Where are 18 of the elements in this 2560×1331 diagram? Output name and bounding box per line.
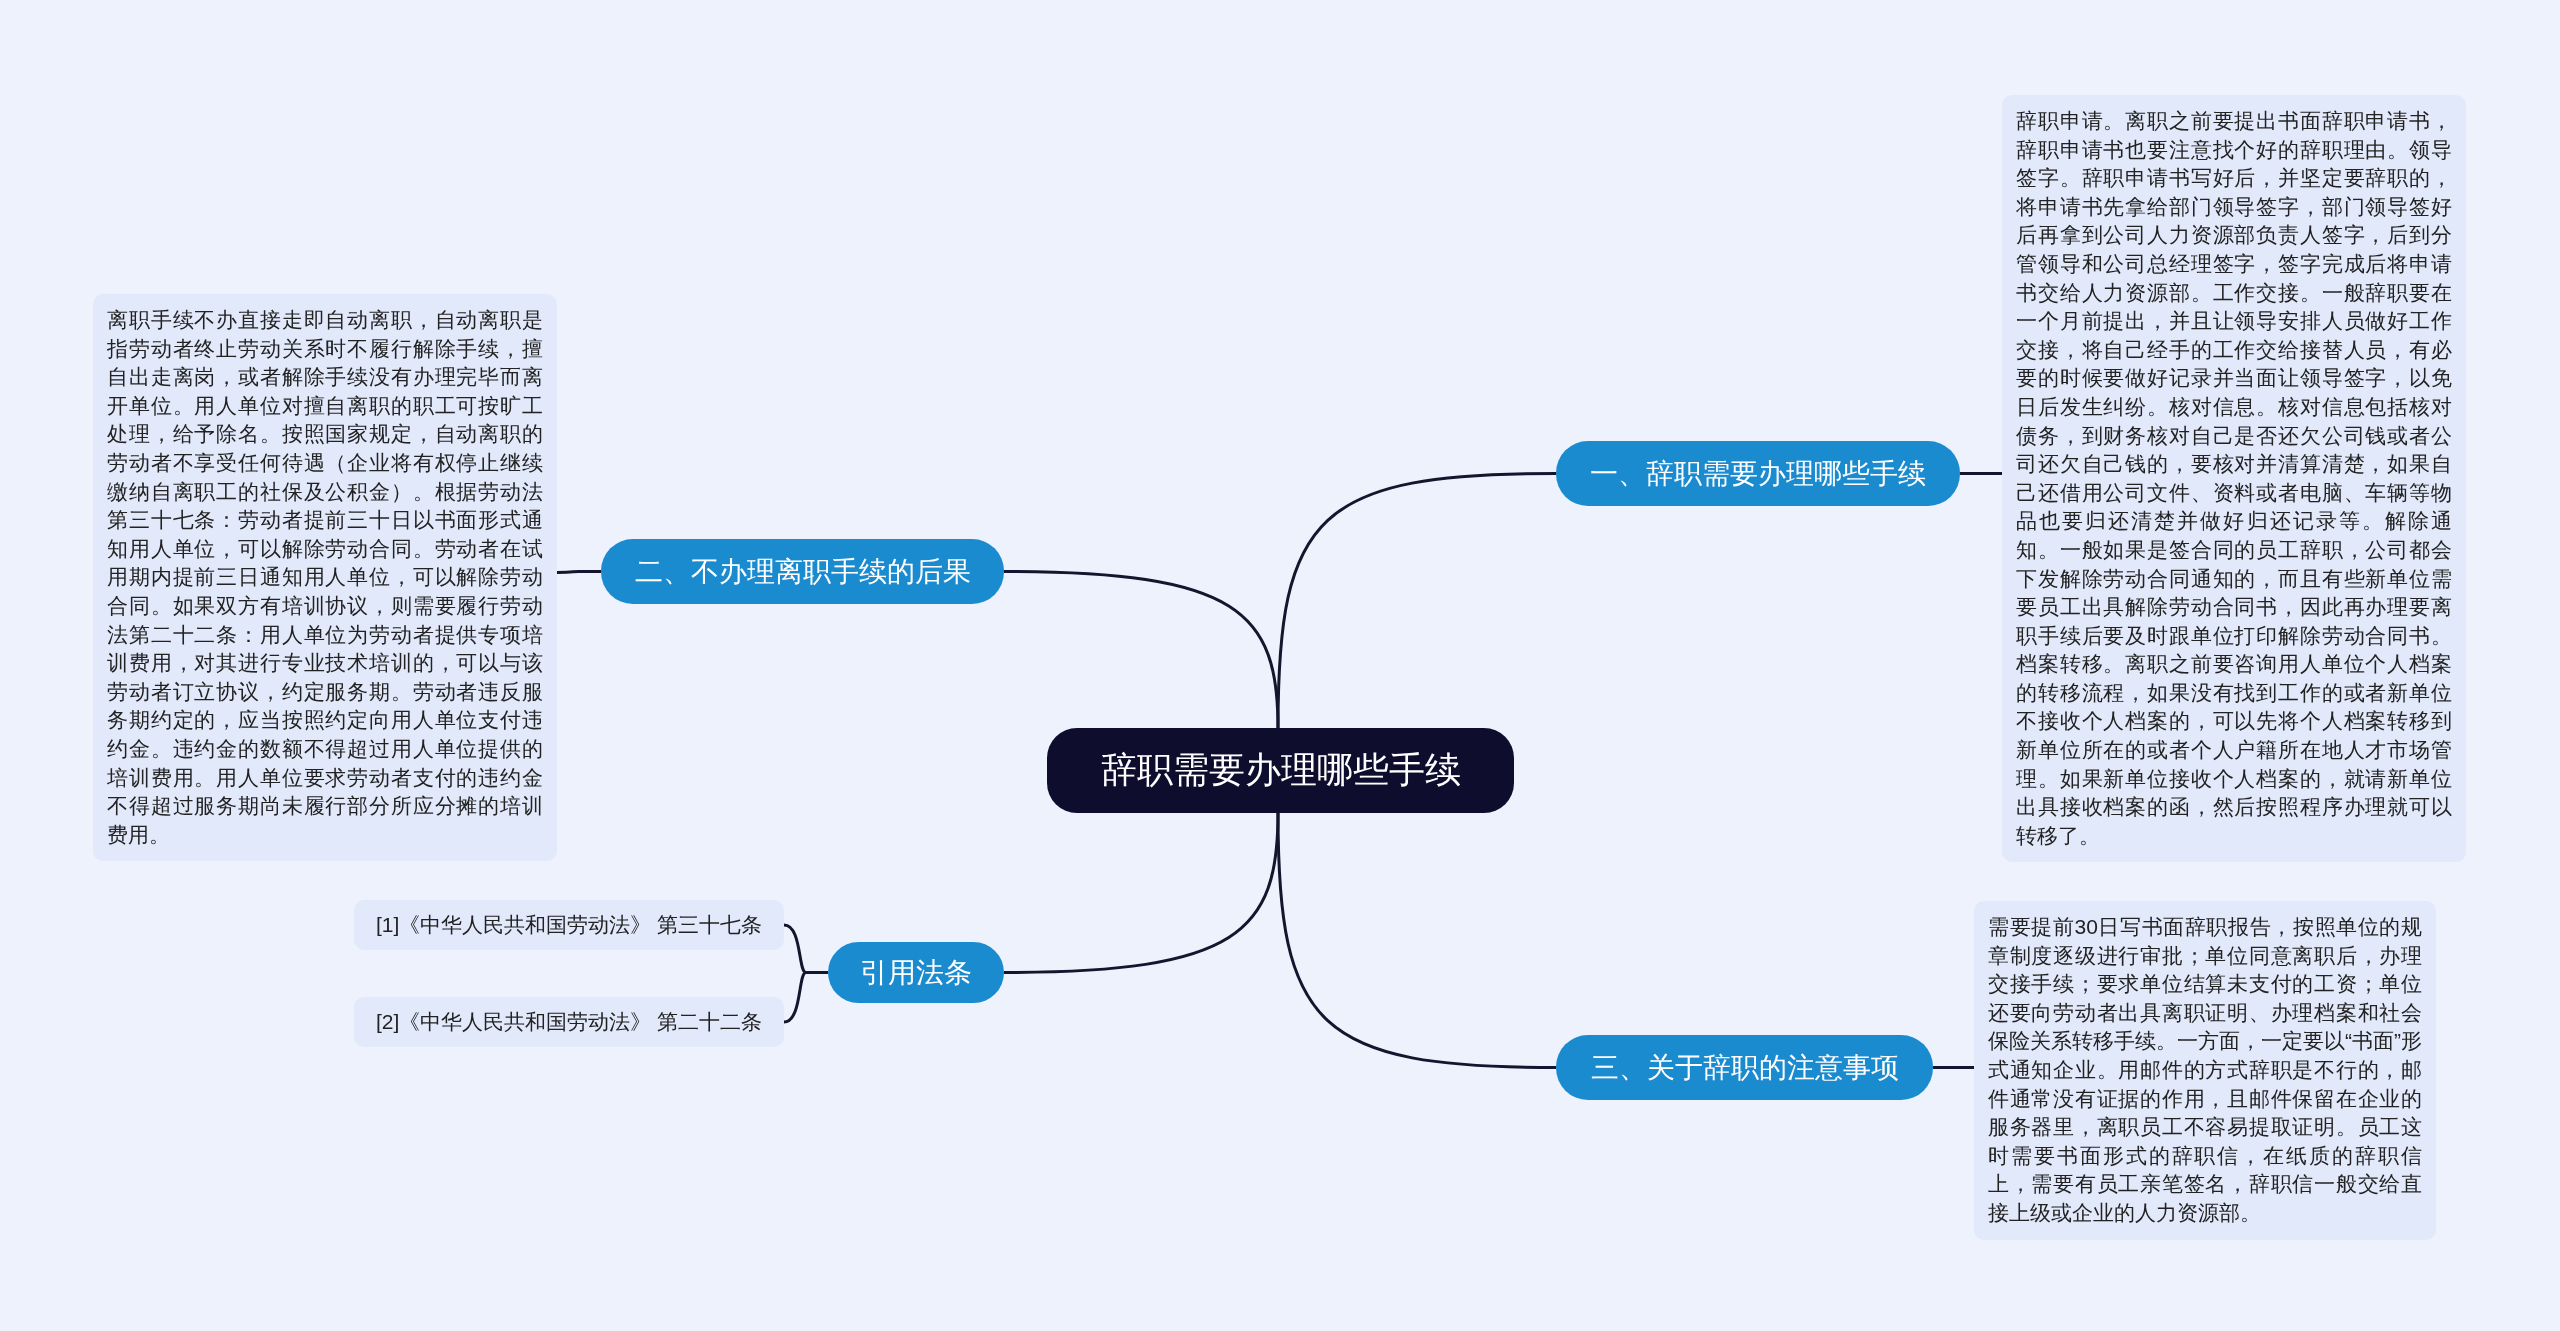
connector-line: [557, 570, 601, 574]
connector-line: [1960, 472, 2002, 475]
text-box: 需要提前30日写书面辞职报告，按照单位的规章制度逐级进行审批；单位同意离职后，办理交接手续；要求单位结算未支付的工资；单位还要向劳动者出具离职证明、办理档案和社会保险关系转移手续。一方面，一定要以“书面”形式通知企业。用邮件的方式辞职是不行的，邮件通常没有证据的作用，且邮件保留在企业的服务器里，离职员工不容易提取证明。员工这时需要书面形式的辞职信，在纸质的辞职信上，需要有员工亲笔签名，辞职信一般交给直接上级或企业的人力资源部。: [1974, 901, 2436, 1240]
connector-line: [1276, 812, 1557, 1069]
text-box: 离职手续不办直接走即自动离职，自动离职是指劳动者终止劳动关系时不履行解除手续，擅自出走离岗，或者解除手续没有办理完毕而离开单位。用人单位对擅自离职的职工可按旷工处理，给予除名。按照国家规定，自动离职的劳动者不享受任何待遇（企业将有权停止继续缴纳自离职工的社保及公积金）。根据劳动法第三十七条：劳动者提前三十日以书面形式通知用人单位，可以解除劳动合同。劳动者在试用期内提前三日通知用人单位，可以解除劳动合同。如果双方有培训协议，则需要履行劳动法第二十二条：用人单位为劳动者提供专项培训费用，对其进行专业技术培训的，可以与该劳动者订立协议，约定服务期。劳动者违反服务期约定的，应当按照约定向用人单位支付违约金。违约金的数额不得超过用人单位提供的培训费用。用人单位要求劳动者支付的违约金不得超过服务期尚未履行部分所应分摊的培训费用。: [93, 294, 557, 862]
citation-box: [2]《中华人民共和国劳动法》 第二十二条: [354, 997, 784, 1047]
citation-box: [1]《中华人民共和国劳动法》 第三十七条: [354, 900, 784, 950]
topic-box: 引用法条: [828, 942, 1004, 1003]
topic-box: 二、不办理离职手续的后果: [601, 539, 1004, 604]
connector-line: [1003, 812, 1280, 974]
connector-line: [783, 971, 828, 1024]
connector-line: [1003, 570, 1280, 729]
topic-box: 三、关于辞职的注意事项: [1556, 1035, 1933, 1100]
connector-line: [1276, 472, 1557, 729]
topic-box: 一、辞职需要办理哪些手续: [1556, 441, 1960, 506]
text-box: 辞职申请。离职之前要提出书面辞职申请书，辞职申请书也要注意找个好的辞职理由。领导签字。辞职申请书写好后，并坚定要辞职的，将申请书先拿给部门领导签字，部门领导签好后再拿到公司人力资源部负责人签字，后到分管领导和公司总经理签字，签字完成后将申请书交给人力资源部。工作交接。一般辞职要在一个月前提出，并且让领导安排人员做好工作交接，将自己经手的工作交给接替人员，有必要的时候要做好记录并当面让领导签字，以免日后发生纠纷。核对信息。核对信息包括核对债务，到财务核对自己是否还欠公司钱或者公司还欠自己钱的，要核对并清算清楚，如果自己还借用公司文件、资料或者电脑、车辆等物品也要归还清楚并做好归还记录等。解除通知。一般如果是签合同的员工辞职，公司都会下发解除劳动合同通知的，而且有些新单位需要员工出具解除劳动合同书，因此再办理要离职手续后要及时跟单位打印解除劳动合同书。档案转移。离职之前要咨询用人单位个人档案的转移流程，如果没有找到工作的或者新单位不接收个人档案的，可以先将个人档案转移到新单位所在的或者个人户籍所在地人才市场管理。如果新单位接收个人档案的，就请新单位出具接收档案的函，然后按照程序办理就可以转移了。: [2002, 95, 2466, 863]
central-topic: 辞职需要办理哪些手续: [1047, 728, 1514, 813]
connector-line: [1933, 1066, 1974, 1069]
